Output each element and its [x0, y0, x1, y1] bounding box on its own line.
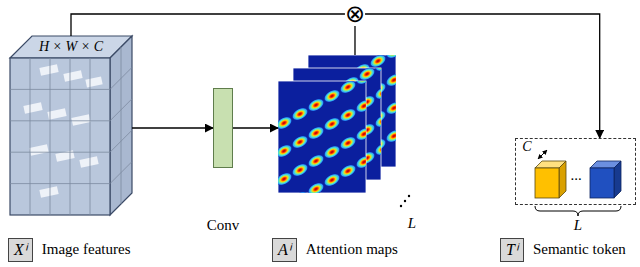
token-brace: [535, 206, 621, 216]
semantic-token-group: C...L: [515, 138, 636, 205]
cube-side: [110, 36, 132, 215]
heat-blob: [337, 134, 358, 153]
heat-blob: [289, 161, 310, 180]
flow-arrow: [354, 26, 355, 55]
heat-blob: [372, 140, 381, 159]
heat-blob: [383, 127, 396, 146]
flow-arrow: [233, 127, 278, 128]
heat-blob: [337, 162, 358, 181]
cube-grid: [10, 47, 132, 215]
token-blue: [590, 161, 621, 198]
flow-arrow: [365, 14, 600, 138]
car-patches: [23, 64, 102, 198]
cube-front: [10, 58, 110, 215]
channel-arrow: [538, 150, 547, 159]
heat-blobs: [278, 81, 366, 193]
heat-blob: [305, 152, 326, 171]
flow-arrow: [71, 14, 345, 36]
feature-cube: H × W × C: [10, 36, 132, 215]
heat-blob: [353, 97, 366, 116]
heat-blob: [383, 71, 396, 90]
heat-blob: [305, 180, 326, 193]
node-text: L: [408, 215, 416, 232]
node-text: Xⁱ: [14, 241, 27, 259]
node-text: C: [522, 139, 531, 155]
heat-blob: [305, 124, 326, 143]
heat-blob: [353, 153, 366, 172]
node-text: Image features: [42, 241, 131, 258]
multiply-operator: ⊗: [345, 2, 365, 26]
heat-blob: [321, 171, 342, 190]
feature-cube: [10, 36, 132, 215]
node-text: Aⁱ: [278, 241, 291, 259]
stack-dots: [400, 195, 410, 207]
heat-blob: [337, 106, 358, 125]
heat-blob: [289, 189, 310, 193]
heat-blob: [321, 115, 342, 134]
heat-blob: [383, 55, 396, 61]
heat-blob: [353, 81, 366, 87]
heat-blob: [372, 84, 381, 103]
node-text: H × W × C: [39, 39, 103, 55]
node-text: ⊗: [345, 2, 365, 26]
flow-arrow: [132, 127, 213, 128]
attention-maps: [273, 43, 404, 217]
symbol-box: XⁱImage features: [8, 238, 33, 262]
symbol-box: AⁱAttention maps: [272, 238, 297, 262]
heat-blob: [372, 68, 381, 74]
heat-blob: [321, 87, 342, 106]
heat-blob: [289, 105, 310, 124]
heat-blob: [337, 81, 358, 96]
symbol-box: TⁱSemantic token: [500, 238, 524, 262]
conv-layer: Conv: [213, 88, 233, 168]
attention-map: [273, 69, 374, 217]
heat-blob: [305, 96, 326, 115]
node-text: Conv: [207, 217, 240, 234]
attention-map-stack: L: [278, 55, 400, 205]
heat-blob: [321, 143, 342, 162]
node-text: Attention maps: [306, 241, 398, 258]
heat-blob: [289, 133, 310, 152]
token-yellow: [535, 161, 566, 198]
node-text: L: [574, 217, 582, 234]
heat-blob: [372, 112, 381, 131]
node-text: Tⁱ: [506, 241, 518, 259]
node-text: ...: [570, 167, 581, 184]
heat-blob: [383, 99, 396, 118]
node-text: Semantic token: [533, 241, 626, 258]
heat-blob: [353, 125, 366, 144]
